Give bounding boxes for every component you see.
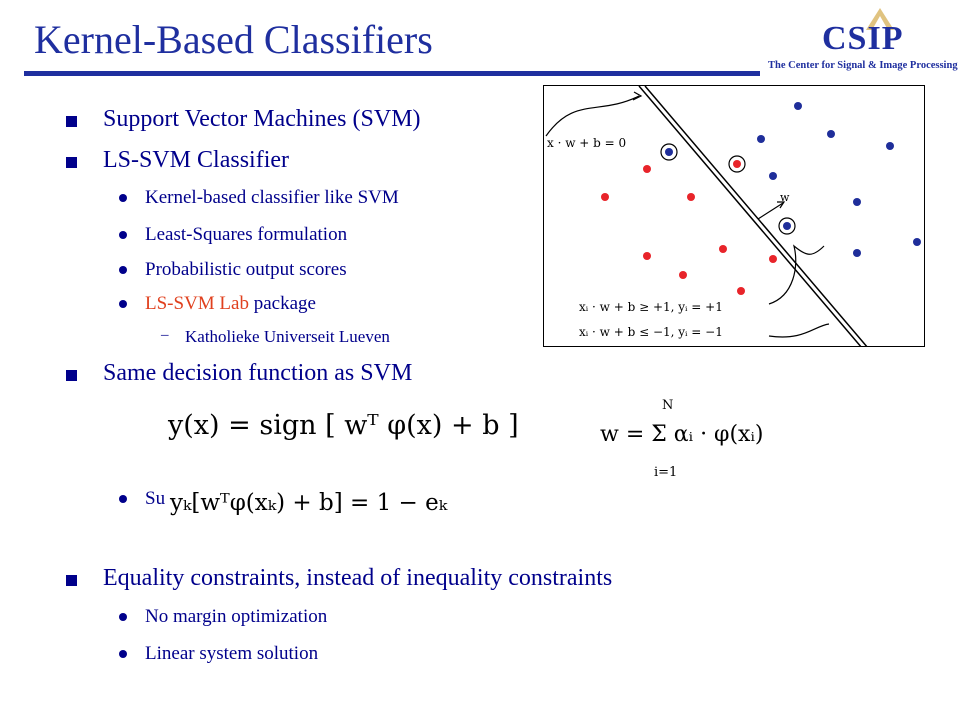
- svm-diagram: [545, 86, 921, 346]
- logo-text: CSIP: [822, 20, 904, 57]
- sub-sub-bullet-katholieke: Katholieke Universeit Lueven: [161, 327, 390, 347]
- logo-subtitle: The Center for Signal & Image Processing: [768, 60, 958, 71]
- weight-equation: w = Σ αᵢ · φ(xᵢ): [600, 422, 764, 447]
- sub-bullet-no-margin: No margin optimization: [118, 606, 328, 627]
- hyperplane-line-2: [644, 86, 868, 346]
- constraint-equation: yₖ[wᵀφ(xₖ) + b] = 1 − eₖ: [170, 490, 448, 516]
- pos-margin-arrow: [768, 244, 825, 305]
- slide-title: Kernel-Based Classifiers: [34, 17, 433, 62]
- bullet-lssvm: LS-SVM Classifier: [66, 147, 289, 173]
- blue-support-vector-ring-2: [778, 217, 796, 235]
- svm-figure: x · w + b = 0 w xᵢ · w + b ≥ +1, yᵢ = +1…: [543, 85, 925, 347]
- blue-class-points: [660, 102, 921, 257]
- red-class-points: [601, 155, 777, 295]
- hyperplane-line-1: [638, 86, 862, 346]
- bullet-svm: Support Vector Machines (SVM): [66, 106, 421, 132]
- sub-bullet-least-squares: Least-Squares formulation: [118, 224, 348, 245]
- csip-logo-icon: [866, 8, 894, 30]
- sub-bullet-su: Su: [118, 488, 166, 509]
- positive-margin-label: xᵢ · w + b ≥ +1, yᵢ = +1: [579, 300, 723, 314]
- package-text: package: [248, 293, 316, 314]
- decision-function-equation: y(x) = sign [ wᵀ φ(x) + b ]: [168, 410, 519, 441]
- sum-upper-limit: N: [662, 398, 674, 413]
- title-underline: [24, 71, 760, 76]
- neg-margin-arrow: [768, 323, 830, 338]
- sub-bullet-probabilistic: Probabilistic output scores: [119, 259, 347, 280]
- red-support-vector-ring: [728, 155, 746, 173]
- w-label: w: [780, 191, 790, 204]
- blue-support-vector-ring-1: [660, 143, 678, 161]
- sub-bullet-kernel-based: Kernel-based classifier like SVM: [119, 187, 399, 208]
- lssvm-lab-link[interactable]: LS-SVM Lab: [145, 293, 249, 314]
- bullet-equality: Equality constraints, instead of inequal…: [65, 565, 613, 591]
- bullet-same-decision: Same decision function as SVM: [65, 360, 413, 386]
- hyperplane-arrow: [545, 95, 640, 137]
- sum-lower-limit: i=1: [654, 465, 678, 480]
- sub-bullet-package: LS-SVM Lab package: [119, 293, 316, 315]
- equation-background: [166, 484, 456, 524]
- hyperplane-label: x · w + b = 0: [547, 136, 627, 150]
- negative-margin-label: xᵢ · w + b ≤ −1, yᵢ = −1: [579, 325, 723, 339]
- sub-bullet-linear-system: Linear system solution: [118, 643, 319, 664]
- w-vector-arrow: [757, 202, 784, 220]
